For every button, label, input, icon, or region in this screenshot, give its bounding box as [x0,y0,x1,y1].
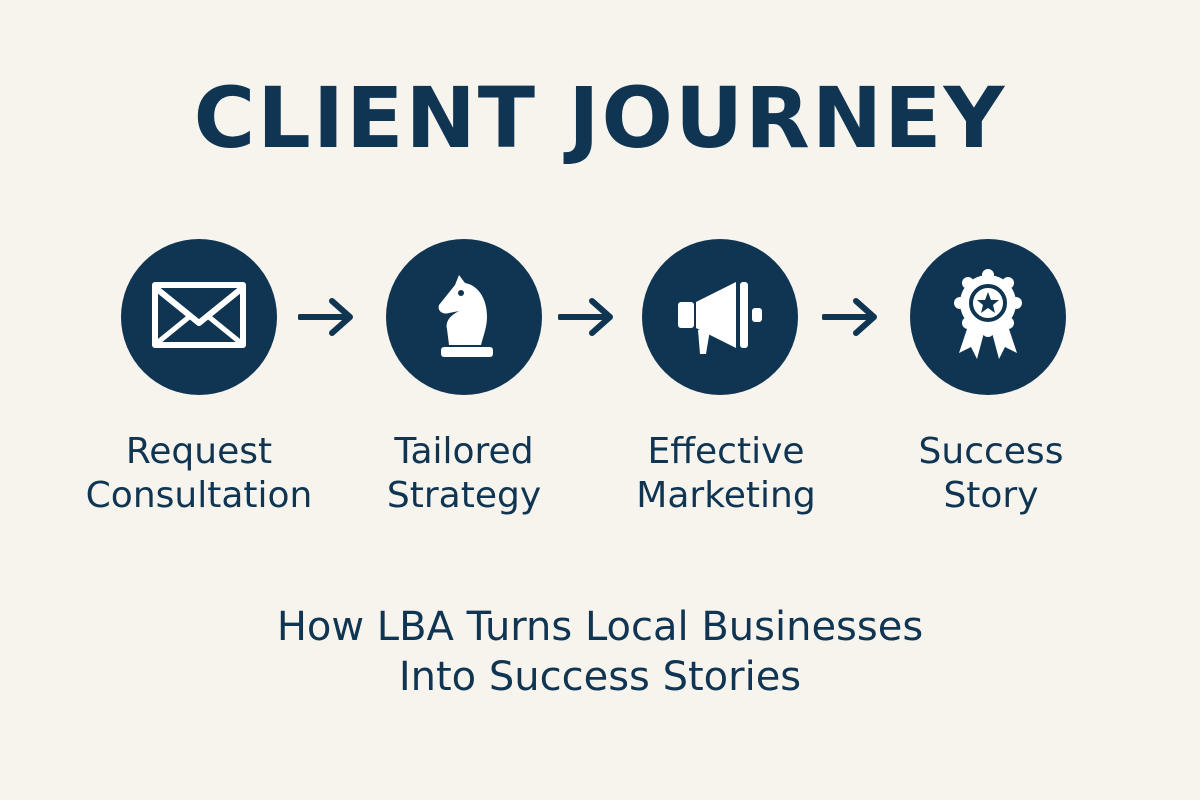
step-label-tailored-strategy: Tailored Strategy [324,430,604,518]
step-circle-success-story [910,239,1066,395]
step-label-line: Effective [647,431,805,472]
step-label-line: Success [918,431,1064,472]
megaphone-icon [678,282,762,354]
step-circle-effective-marketing [642,239,798,395]
step-label-request-consultation: Request Consultation [59,430,339,518]
step-label-line: Strategy [386,475,542,516]
step-label-line: Consultation [85,475,313,516]
step-label-effective-marketing: Effective Marketing [586,430,866,518]
subtitle-line: How LBA Turns Local Businesses [276,604,924,650]
envelope-icon [152,282,246,348]
step-circle-tailored-strategy [386,239,542,395]
step-label-line: Tailored [394,431,534,472]
arrow-right-icon [822,298,877,336]
step-label-success-story: Success Story [851,430,1131,518]
arrow-right-icon [558,298,613,336]
page-title: CLIENT JOURNEY [193,69,1007,167]
award-ribbon-icon [954,269,1022,359]
subtitle: How LBA Turns Local Businesses Into Succ… [0,602,1200,702]
arrow-right-icon [298,298,353,336]
chess-knight-icon [438,275,493,357]
step-label-line: Marketing [636,475,816,516]
step-label-line: Request [125,431,273,472]
step-label-line: Story [943,475,1039,516]
subtitle-line: Into Success Stories [398,654,802,700]
step-circle-request-consultation [121,239,277,395]
